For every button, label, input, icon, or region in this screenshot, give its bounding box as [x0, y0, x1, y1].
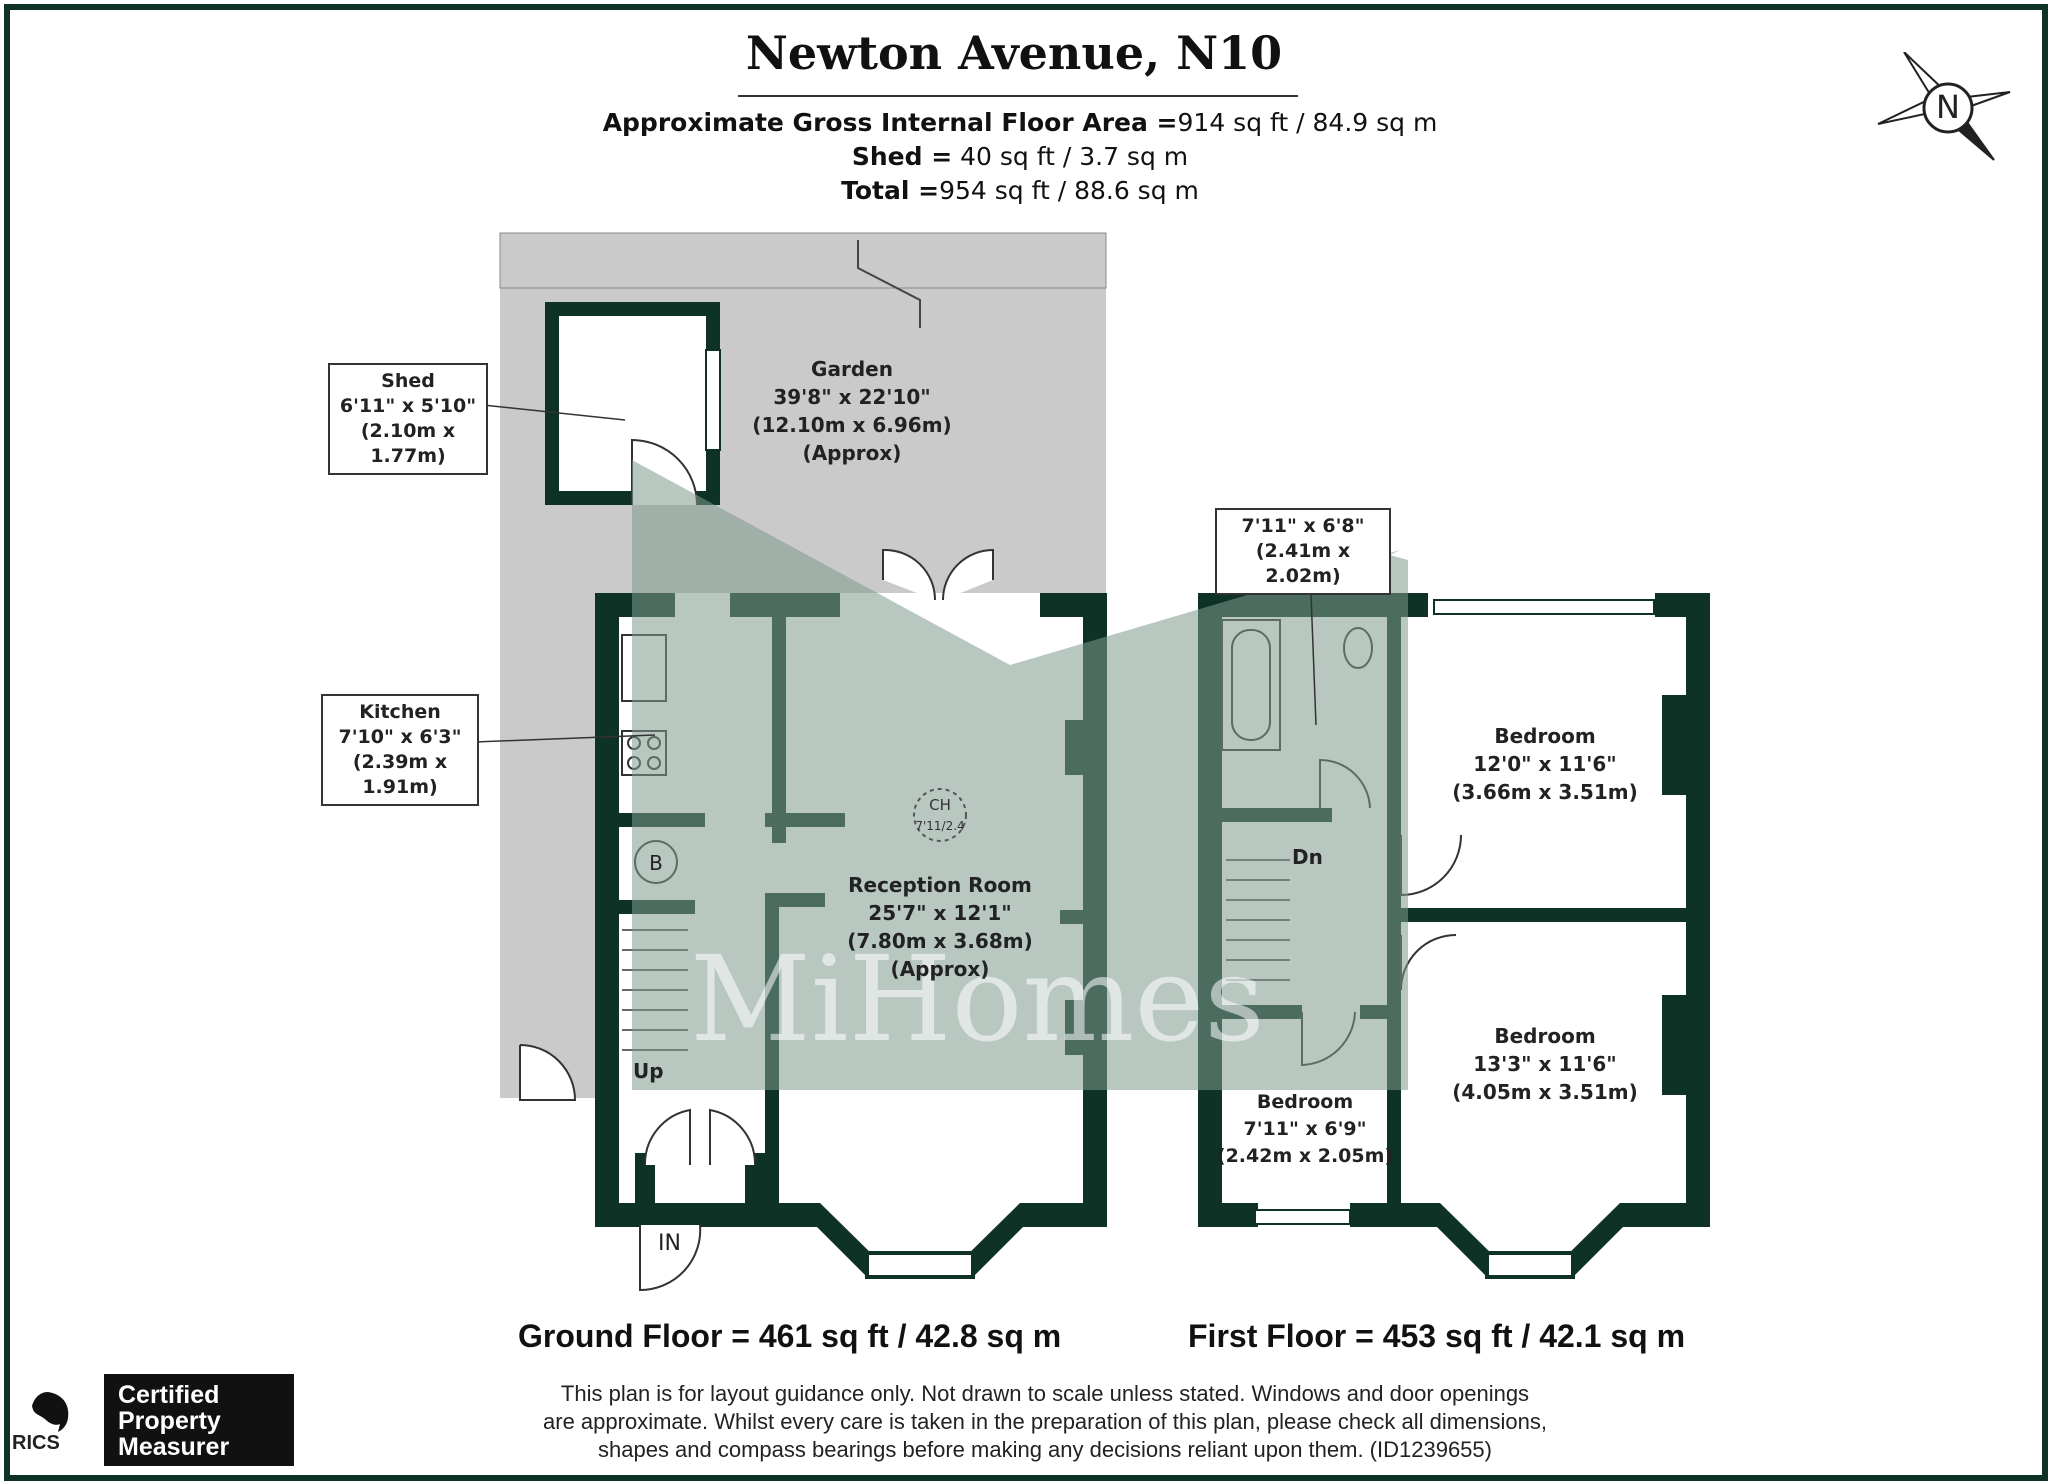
- bedroom1-label: Bedroom 12'0" x 11'6" (3.66m x 3.51m): [1452, 724, 1637, 804]
- svg-text:(3.66m x 3.51m): (3.66m x 3.51m): [1452, 780, 1637, 804]
- rics-lion-icon: [32, 1392, 69, 1432]
- svg-text:(2.42m x 2.05m): (2.42m x 2.05m): [1217, 1145, 1393, 1167]
- compass-icon: N: [1877, 52, 2011, 161]
- disclaimer: This plan is for layout guidance only. N…: [543, 1381, 1547, 1462]
- ground-floor-area: Ground Floor = 461 sq ft / 42.8 sq m: [518, 1318, 1062, 1354]
- svg-text:39'8" x 22'10": 39'8" x 22'10": [773, 385, 930, 409]
- svg-text:7'11" x 6'9": 7'11" x 6'9": [1243, 1118, 1366, 1140]
- kitchen-callout: Kitchen 7'10" x 6'3" (2.39m x 1.91m): [321, 694, 479, 806]
- svg-text:(12.10m x 6.96m): (12.10m x 6.96m): [752, 413, 951, 437]
- rics-label: RICS: [12, 1432, 60, 1454]
- entrance-marker: IN: [658, 1231, 681, 1256]
- bathroom-callout: 7'11" x 6'8" (2.41m x 2.02m): [1215, 508, 1391, 595]
- bedroom3-label: Bedroom 7'11" x 6'9" (2.42m x 2.05m): [1217, 1091, 1393, 1167]
- boiler-marker: B: [649, 851, 663, 875]
- bedroom2-label: Bedroom 13'3" x 11'6" (4.05m x 3.51m): [1452, 1024, 1637, 1104]
- svg-text:Bedroom: Bedroom: [1494, 1024, 1595, 1048]
- svg-text:N: N: [1936, 88, 1960, 126]
- down-marker: Dn: [1292, 845, 1323, 869]
- svg-text:12'0" x 11'6": 12'0" x 11'6": [1473, 752, 1616, 776]
- first-floor-area: First Floor = 453 sq ft / 42.1 sq m: [1188, 1318, 1686, 1354]
- svg-text:Bedroom: Bedroom: [1494, 724, 1595, 748]
- ch-marker: CH: [929, 796, 951, 814]
- reception-label: Reception Room 25'7" x 12'1" (7.80m x 3.…: [847, 873, 1032, 981]
- title-rule: [738, 95, 1298, 97]
- shed-callout: Shed 6'11" x 5'10" (2.10m x 1.77m): [328, 363, 488, 475]
- svg-text:Garden: Garden: [811, 357, 893, 381]
- total-area-line: Total =954 sq ft / 88.6 sq m: [841, 176, 1199, 205]
- ch-note: 7'11/2.4: [915, 819, 964, 833]
- watermark: MiHomes: [690, 930, 1265, 1068]
- shed-area-line: Shed = 40 sq ft / 3.7 sq m: [851, 142, 1189, 171]
- svg-text:Reception Room: Reception Room: [848, 873, 1032, 897]
- svg-text:25'7" x 12'1": 25'7" x 12'1": [868, 901, 1011, 925]
- svg-text:(Approx): (Approx): [803, 441, 902, 465]
- garden-label: Garden 39'8" x 22'10" (12.10m x 6.96m) (…: [752, 357, 951, 465]
- svg-text:(4.05m x 3.51m): (4.05m x 3.51m): [1452, 1080, 1637, 1104]
- svg-text:(7.80m x 3.68m): (7.80m x 3.68m): [847, 929, 1032, 953]
- up-marker: Up: [633, 1059, 664, 1083]
- page-border: [4, 4, 2048, 1481]
- property-title: Newton Avenue, N10: [745, 26, 1283, 80]
- logo-overlay: [632, 460, 1408, 1090]
- certified-measurer-badge: Certified Property Measurer: [104, 1374, 294, 1466]
- svg-text:(Approx): (Approx): [891, 957, 990, 981]
- svg-text:Bedroom: Bedroom: [1257, 1091, 1353, 1113]
- gross-area-line: Approximate Gross Internal Floor Area =9…: [602, 108, 1438, 137]
- svg-text:13'3" x 11'6": 13'3" x 11'6": [1473, 1052, 1616, 1076]
